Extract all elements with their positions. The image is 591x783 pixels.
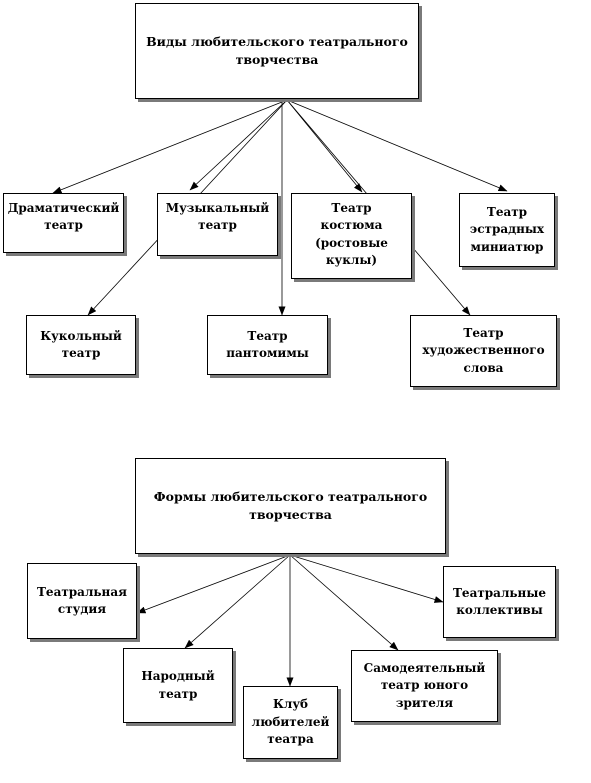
diagram2-root-box: Формы любительского театрального творчес… xyxy=(135,458,446,554)
arrow-root-to-costume xyxy=(286,99,363,193)
diagram1-root-box: Виды любительского театрального творчест… xyxy=(135,3,419,99)
node-theatre-studio: Театральная студия xyxy=(27,563,137,639)
node-music-theatre: Музыкальный театр xyxy=(157,193,278,256)
node-theatre-lovers-club: Клуб любителей театра xyxy=(243,686,338,759)
arrow-root-to-estrada xyxy=(286,99,508,192)
node-pantomime-theatre: Театр пантомимы xyxy=(207,315,328,375)
node-artistic-word-theatre: Театр художественного слова xyxy=(410,315,557,387)
arrow-root2-to-folk xyxy=(184,554,291,649)
node-youth-amateur-theatre: Самодеятельный театр юного зрителя xyxy=(351,650,498,722)
arrow-root2-to-collectives xyxy=(289,554,444,603)
node-costume-theatre: Театр костюма (ростовые куклы) xyxy=(291,193,412,279)
arrow-root-to-drama xyxy=(52,99,288,194)
arrow-root2-to-studio xyxy=(136,554,291,614)
arrow-root2-to-youth xyxy=(289,554,399,651)
node-drama-theatre: Драматический театр xyxy=(3,193,124,253)
node-folk-theatre: Народный театр xyxy=(123,648,233,723)
arrow-root-to-music xyxy=(189,99,288,191)
node-theatre-collectives: Театральные коллективы xyxy=(443,566,556,638)
node-puppet-theatre: Кукольный театр xyxy=(26,315,136,375)
node-estrada-theatre: Театр эстрадных миниатюр xyxy=(459,193,555,267)
